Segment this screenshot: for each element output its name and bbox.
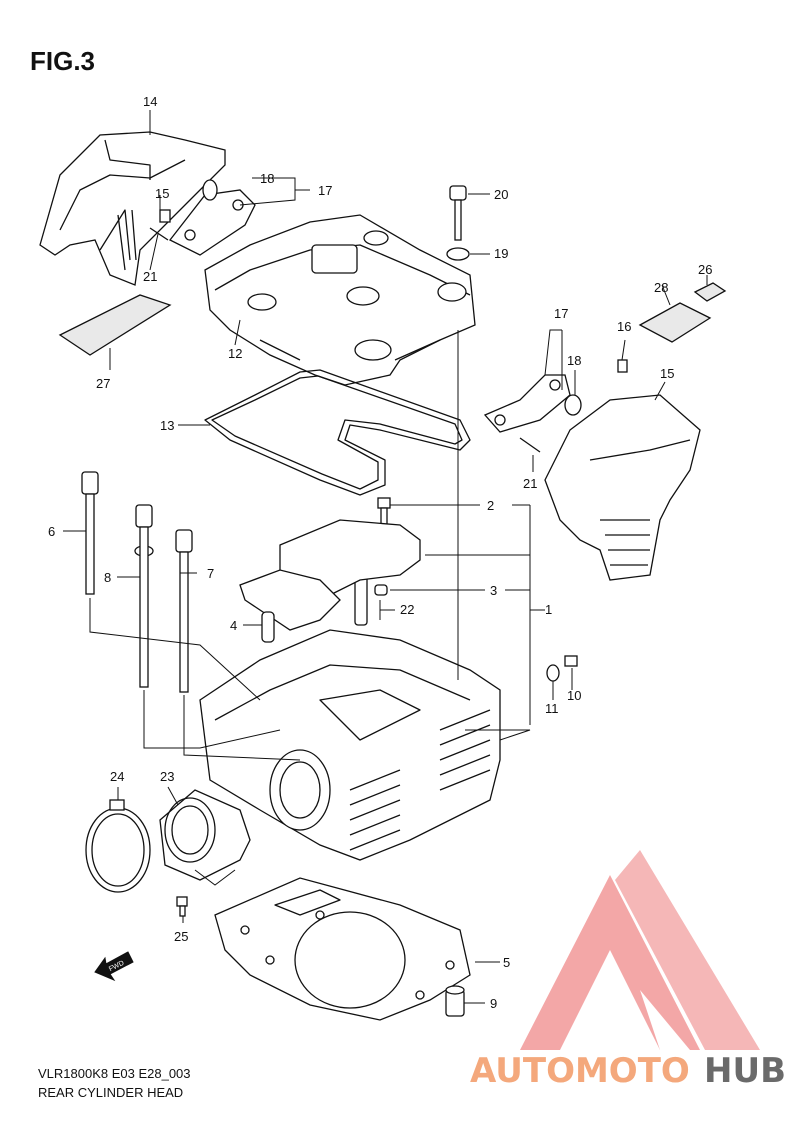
callout-18-left: 18 <box>260 171 274 186</box>
bolt-part-6 <box>81 471 99 595</box>
callout-14: 14 <box>143 94 157 109</box>
watermark-text: AUTOMOTO HUB <box>470 1051 786 1091</box>
rear-cover-part-15 <box>544 394 701 581</box>
bolt-part-10 <box>564 655 578 667</box>
bolt-part-16-left <box>149 209 171 241</box>
callout-20: 20 <box>494 187 508 202</box>
callout-22: 22 <box>400 602 414 617</box>
callout-4: 4 <box>230 618 237 633</box>
bracket-left-part-17 <box>169 179 256 256</box>
cylinder-head-part-1 <box>199 629 501 861</box>
bolt-part-20 <box>449 185 467 241</box>
intake-pipe-part-23 <box>159 789 251 881</box>
pad-part-26 <box>693 282 727 302</box>
callout-15: 15 <box>660 366 674 381</box>
clamp-part-25 <box>85 799 151 893</box>
callout-7: 7 <box>207 566 214 581</box>
watermark-text-a: AUTOMOTO <box>470 1051 690 1091</box>
callout-10: 10 <box>567 688 581 703</box>
callout-27: 27 <box>96 376 110 391</box>
callout-16-right: 16 <box>617 319 631 334</box>
callout-17-right: 17 <box>554 306 568 321</box>
camshaft-holder <box>239 519 421 631</box>
leader-lines <box>63 110 708 1004</box>
bolt-part-8 <box>134 504 154 688</box>
model-code: VLR1800K8 E03 E28_003 <box>38 1066 191 1081</box>
figure-title: FIG.3 <box>30 46 96 76</box>
head-cover-part-12 <box>204 214 476 386</box>
callout-21-left: 21 <box>143 269 157 284</box>
sleeve-part-4 <box>261 611 275 643</box>
grommet-part-18-right <box>564 394 582 416</box>
callout-8: 8 <box>104 570 111 585</box>
callout-2: 2 <box>487 498 494 513</box>
bolt-part-16-right <box>617 359 628 373</box>
callout-26: 26 <box>698 262 712 277</box>
fwd-arrow-icon: FWD <box>94 951 134 982</box>
callout-28: 28 <box>654 280 668 295</box>
watermark-text-b: HUB <box>704 1051 786 1091</box>
dowel-part-3 <box>374 584 388 596</box>
dowel-part-9 <box>445 985 465 1017</box>
callout-6: 6 <box>48 524 55 539</box>
spark-plug-part-22 <box>354 574 368 626</box>
washer-part-11 <box>546 664 560 682</box>
callout-3: 3 <box>490 583 497 598</box>
callout-18-right: 18 <box>567 353 581 368</box>
rear-cover-part-14 <box>39 131 226 286</box>
bracket-right-part-17 <box>483 374 571 433</box>
watermark-logo <box>520 850 760 1050</box>
pad-part-28 <box>638 302 712 343</box>
head-gasket-part-5 <box>214 877 471 1021</box>
bolt-part-21-right <box>519 437 541 453</box>
pad-part-27 <box>58 294 172 356</box>
callout-1: 1 <box>545 602 552 617</box>
bolt-part-7 <box>175 529 193 693</box>
callout-23: 23 <box>160 769 174 784</box>
gasket-part-13 <box>204 369 471 496</box>
callout-9: 9 <box>490 996 497 1011</box>
screw-part-24 <box>176 896 188 917</box>
callout-5: 5 <box>503 955 510 970</box>
callout-19: 19 <box>494 246 508 261</box>
callout-21-right: 21 <box>523 476 537 491</box>
callout-12: 12 <box>228 346 242 361</box>
callout-16-left: 15 <box>155 186 169 201</box>
callout-17-left: 17 <box>318 183 332 198</box>
callout-25: 24 <box>110 769 124 784</box>
callout-11: 11 <box>545 701 559 716</box>
callout-24: 25 <box>174 929 188 944</box>
figure-caption: REAR CYLINDER HEAD <box>38 1085 184 1100</box>
callout-labels: 14 15 18 17 21 12 27 13 20 19 26 28 17 1… <box>48 94 712 1011</box>
callout-13: 13 <box>160 418 174 433</box>
washer-part-19 <box>446 247 470 261</box>
